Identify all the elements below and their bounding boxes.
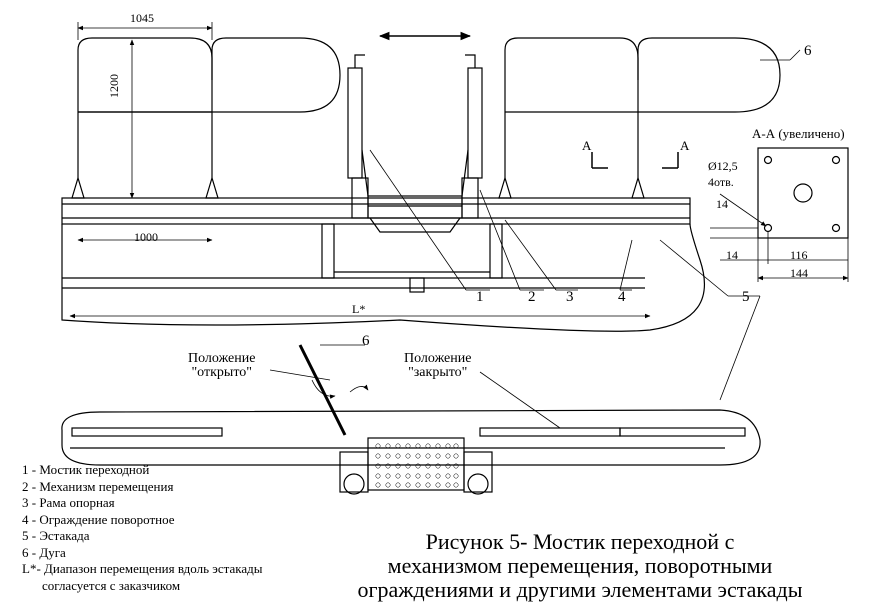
- right-railing: [498, 37, 781, 199]
- support-frame: [321, 223, 503, 293]
- dim-range-label: L*: [352, 302, 366, 316]
- legend-item-2: 2 - Механизм перемещения: [22, 478, 174, 494]
- open-position-label: Положение "открыто": [188, 352, 255, 380]
- callout-3: 3: [566, 289, 574, 305]
- callout-6-top: 6: [804, 43, 812, 59]
- legend-item-5: 5 - Эстакада: [22, 528, 90, 543]
- legend-item-range: L*- Диапазон перемещения вдоль эстакады: [22, 561, 263, 576]
- caption-line-2: механизмом перемещения, поворотными: [387, 553, 773, 578]
- legend-item-4: 4 - Ограждение поворотное: [22, 511, 175, 527]
- open-position-line2: "открыто": [191, 365, 252, 380]
- callout-4: 4: [618, 289, 626, 305]
- legend-item-3: 3 - Рама опорная: [22, 495, 115, 510]
- dim-116-label: 116: [790, 248, 808, 262]
- callout-6-bottom: 6: [362, 333, 370, 349]
- dim-1045: [77, 22, 213, 40]
- callout-1: 1: [476, 289, 484, 305]
- callout-2: 2: [528, 289, 536, 305]
- dim-14-vertical-label: 14: [716, 197, 728, 211]
- closed-position-label: Положение "закрыто": [404, 352, 471, 380]
- hole-diameter-label: Ø12,5: [708, 159, 738, 173]
- leader-lines: [369, 49, 801, 401]
- caption-line-3: ограждениями и другими элементами эстака…: [357, 577, 803, 602]
- section-mark-left: А: [582, 138, 592, 153]
- dim-1000-label: 1000: [134, 230, 158, 244]
- legend-item-range-note: согласуется с заказчиком: [42, 577, 181, 593]
- dim-1045-label: 1045: [130, 11, 154, 25]
- deck-grating: [375, 443, 459, 488]
- closed-position-line2: "закрыто": [408, 365, 468, 380]
- section-title: А-А (увеличено): [752, 126, 845, 141]
- section-view: [710, 147, 849, 282]
- legend: 1 - Мостик переходной 2 - Механизм перем…: [22, 462, 262, 594]
- closed-position-line1: Положение: [404, 351, 472, 366]
- rail-beam: [61, 197, 691, 225]
- section-marks: [591, 152, 679, 169]
- legend-item-6: 6 - Дуга: [22, 544, 66, 560]
- dim-144-label: 144: [790, 266, 808, 280]
- figure-caption: Рисунок 5- Мостик переходной с механизмо…: [300, 530, 860, 602]
- section-mark-right: А: [680, 138, 690, 153]
- bridge-mechanism: [347, 54, 483, 233]
- caption-line-1: Рисунок 5- Мостик переходной с: [425, 529, 735, 554]
- callout-5: 5: [742, 289, 750, 305]
- lower-beam: [62, 277, 645, 289]
- left-railing: [71, 37, 341, 199]
- trestle-outline: [61, 223, 705, 332]
- legend-item-1: 1 - Мостик переходной: [22, 462, 150, 477]
- dim-14-horizontal-label: 14: [726, 248, 738, 262]
- open-position-line1: Положение: [188, 351, 256, 366]
- hole-count-label: 4отв.: [708, 175, 734, 189]
- dim-1200-label: 1200: [107, 74, 121, 98]
